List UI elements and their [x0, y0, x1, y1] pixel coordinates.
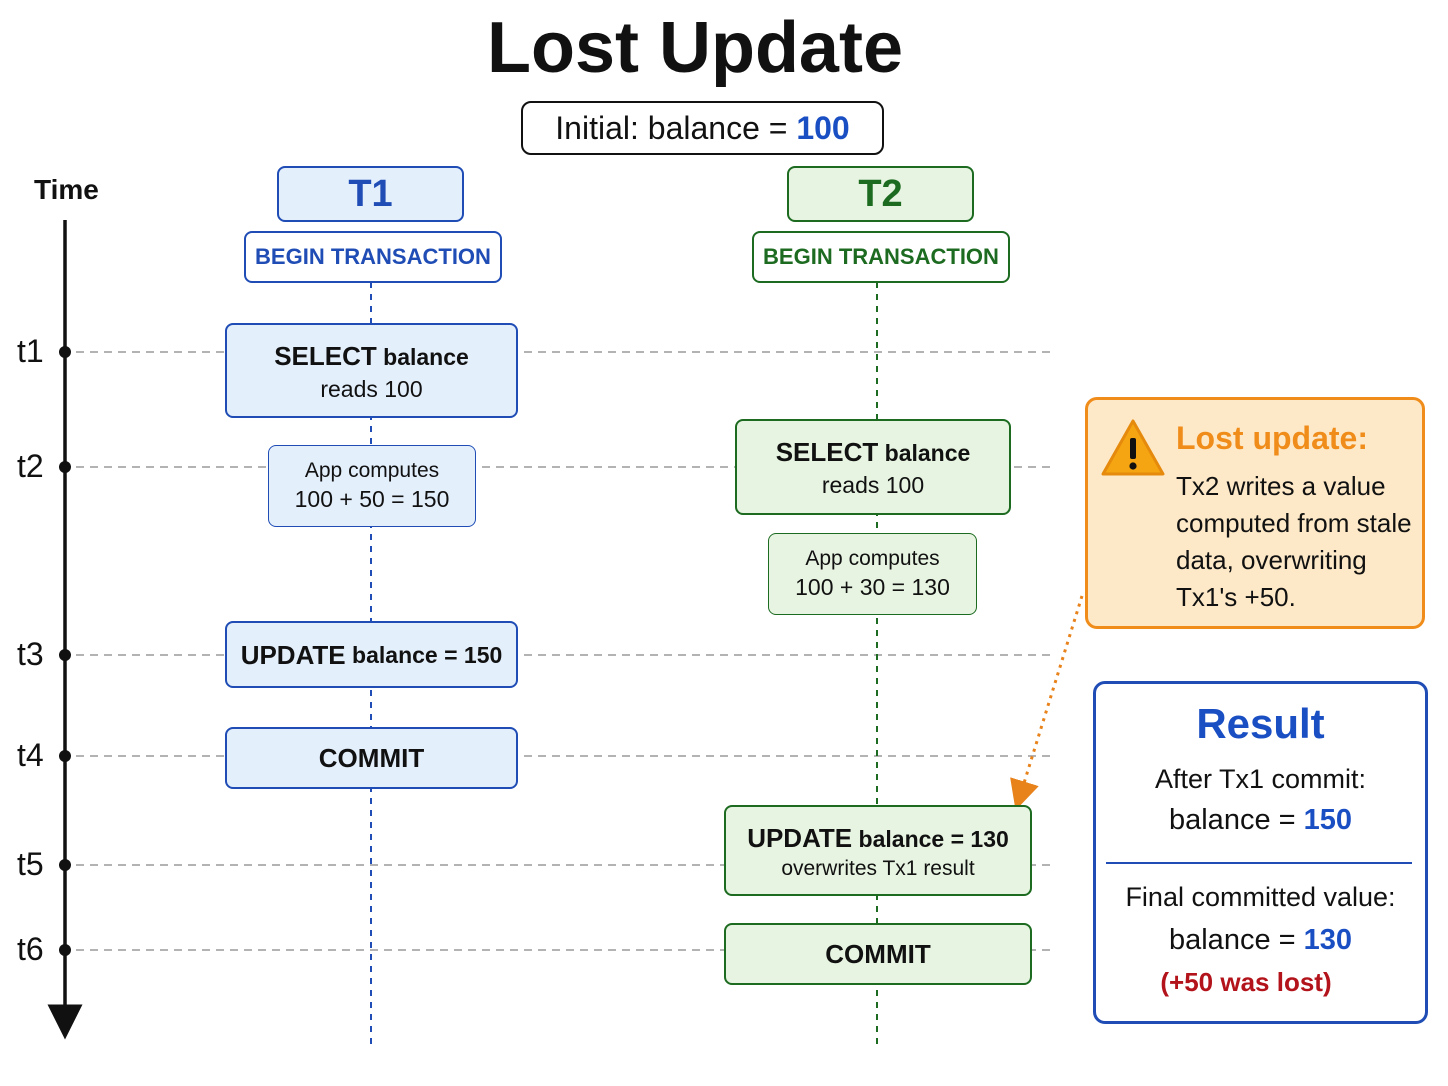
- t1-select-keyword: SELECT: [274, 340, 377, 371]
- page-title: Lost Update: [486, 8, 903, 88]
- t1-compute-step: App computes 100 + 50 = 150: [268, 445, 476, 527]
- tick-dot-t6: [59, 944, 71, 956]
- t1-select-rest: balance: [376, 343, 469, 370]
- tick-dot-t5: [59, 859, 71, 871]
- t2-commit-step: COMMIT: [724, 923, 1032, 985]
- tick-dot-t3: [59, 649, 71, 661]
- tick-dot-t2: [59, 461, 71, 473]
- t1-begin-label: BEGIN TRANSACTION: [255, 244, 491, 269]
- t2-update-keyword: UPDATE: [747, 822, 853, 853]
- final-balance: balance = 130: [1096, 924, 1425, 957]
- t1-compute-label: App computes: [304, 459, 440, 482]
- lost-update-callout: Lost update: Tx2 writes a value computed…: [1085, 397, 1425, 629]
- final-value-label: Final committed value:: [1125, 882, 1396, 912]
- t2-select-keyword: SELECT: [775, 437, 879, 467]
- t2-update-note: overwrites Tx1 result: [781, 856, 975, 880]
- time-axis-label: Time: [34, 174, 99, 205]
- after-balance-label: balance =: [1168, 804, 1304, 836]
- t1-commit-step: COMMIT: [225, 727, 518, 789]
- after-commit-label: After Tx1 commit:: [1154, 764, 1367, 794]
- t2-header-label: T2: [858, 172, 903, 215]
- after-commit-balance: balance = 150: [1096, 804, 1425, 837]
- after-balance-value: 150: [1303, 804, 1353, 836]
- t2-select-step: SELECT balance reads 100: [735, 419, 1011, 515]
- initial-balance-label: Initial: balance =: [555, 109, 797, 146]
- t1-compute-expression: 100 + 50 = 150: [294, 486, 450, 512]
- tick-label-t3: t3: [17, 636, 44, 672]
- t2-begin-label: BEGIN TRANSACTION: [763, 244, 999, 269]
- warning-arrow: [1010, 595, 1084, 811]
- tick-dot-t1: [59, 346, 71, 358]
- initial-balance-box: Initial: balance = 100: [521, 101, 884, 155]
- time-axis-dots: [59, 346, 71, 956]
- t1-select-result: reads 100: [320, 375, 423, 402]
- t2-update-rest: balance = 130: [852, 825, 1009, 852]
- t2-commit-label: COMMIT: [825, 939, 931, 969]
- t1-select-step: SELECT balance reads 100: [225, 323, 518, 418]
- warning-icon: [1101, 419, 1165, 476]
- t1-begin-transaction: BEGIN TRANSACTION: [244, 231, 502, 283]
- tick-dot-t4: [59, 750, 71, 762]
- explanation-line: Tx2 writes a value: [1176, 471, 1386, 501]
- tick-label-t4: t4: [17, 737, 44, 773]
- t2-update-step: UPDATE balance = 130 overwrites Tx1 resu…: [724, 805, 1032, 896]
- result-box: Result After Tx1 commit: balance = 150 F…: [1093, 681, 1428, 1024]
- explanation-line: computed from stale: [1176, 508, 1412, 538]
- t2-compute-expression: 100 + 30 = 130: [795, 574, 950, 600]
- t1-header-label: T1: [348, 172, 393, 215]
- t1-update-rest: balance = 150: [345, 641, 503, 668]
- final-balance-value: 130: [1303, 924, 1353, 956]
- result-title: Result: [1196, 700, 1325, 747]
- t1-commit-label: COMMIT: [318, 743, 425, 773]
- t1-header: T1: [277, 166, 464, 222]
- t1-update-keyword: UPDATE: [240, 639, 346, 670]
- tick-label-t2: t2: [17, 448, 44, 484]
- t2-select-rest: balance: [878, 440, 971, 466]
- t2-compute-label: App computes: [805, 547, 940, 570]
- t2-header: T2: [787, 166, 974, 222]
- tick-label-t6: t6: [17, 931, 44, 967]
- explanation-line: data, overwriting: [1176, 545, 1367, 575]
- explanation-line: Tx1's +50.: [1176, 582, 1296, 612]
- t2-select-result: reads 100: [821, 472, 925, 498]
- t2-begin-transaction: BEGIN TRANSACTION: [752, 231, 1010, 283]
- lost-update-title: Lost update:: [1176, 420, 1368, 456]
- t1-update-step: UPDATE balance = 150: [225, 621, 518, 688]
- result-divider: [1106, 862, 1412, 864]
- final-balance-label: balance =: [1168, 924, 1304, 956]
- t2-compute-step: App computes 100 + 30 = 130: [768, 533, 977, 615]
- tick-label-t5: t5: [17, 846, 44, 882]
- lost-note: (+50 was lost): [1160, 967, 1332, 997]
- initial-balance-value: 100: [796, 109, 850, 146]
- tick-label-t1: t1: [17, 333, 44, 369]
- lost-update-explanation: Tx2 writes a value computed from stale d…: [1176, 468, 1412, 616]
